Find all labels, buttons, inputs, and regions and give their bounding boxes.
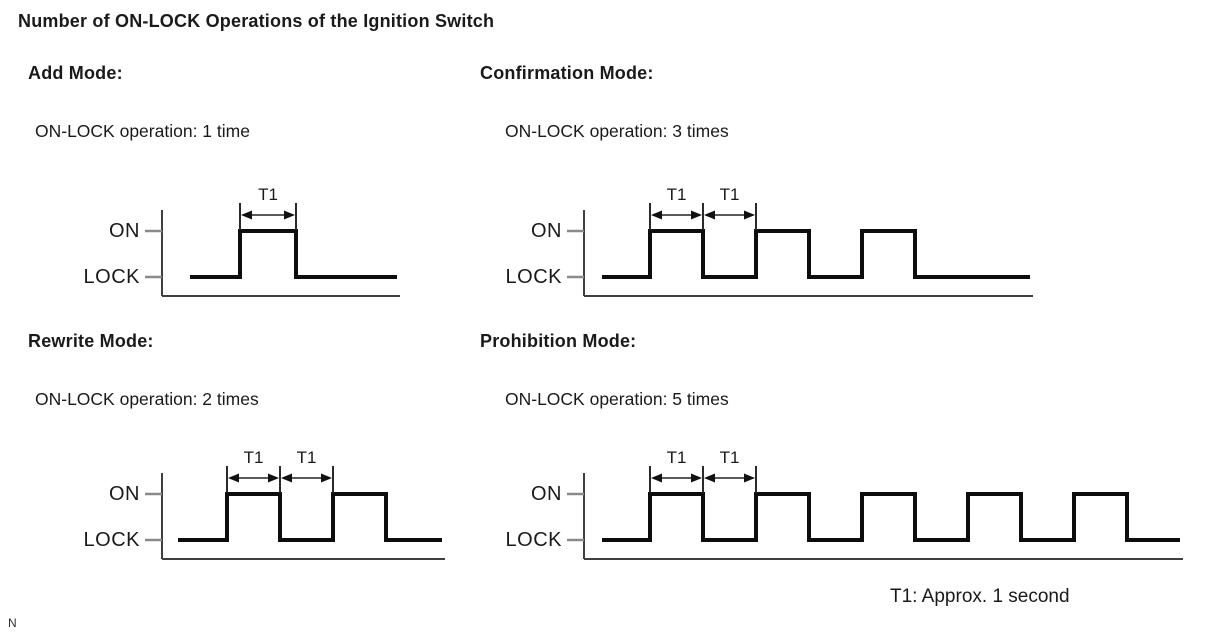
t1-label: T1 xyxy=(667,448,687,467)
signal-trace xyxy=(602,492,1180,542)
t1-arrowhead-right xyxy=(744,210,755,220)
waveform-diagram-confirmation: T1 T1 xyxy=(567,185,1033,297)
mode-heading-prohibition: Prohibition Mode: xyxy=(480,331,637,351)
mode-operation-add: ON-LOCK operation: 1 time xyxy=(35,121,250,141)
t1-label: T1 xyxy=(244,448,264,467)
on-level-label-rewrite: ON xyxy=(109,483,140,505)
t1-arrowhead-left xyxy=(651,473,662,483)
lock-level-label-confirmation: LOCK xyxy=(505,266,562,288)
t1-label: T1 xyxy=(297,448,317,467)
lock-level-label-add: LOCK xyxy=(83,266,140,288)
signal-trace xyxy=(602,229,1030,279)
on-level-label-confirmation: ON xyxy=(531,220,562,242)
t1-label: T1 xyxy=(720,185,740,204)
t1-arrowhead-right xyxy=(321,473,332,483)
t1-label: T1 xyxy=(720,448,740,467)
t1-label: T1 xyxy=(667,185,687,204)
t1-label: T1 xyxy=(258,185,278,204)
waveform-diagram-rewrite: T1 T1 xyxy=(145,448,445,560)
waveform-diagram-add: T1 xyxy=(145,185,400,297)
mode-heading-add: Add Mode: xyxy=(28,63,123,83)
signal-trace xyxy=(178,492,442,542)
t1-arrowhead-right xyxy=(284,210,295,220)
mode-heading-rewrite: Rewrite Mode: xyxy=(28,331,154,351)
t1-arrowhead-left xyxy=(228,473,239,483)
signal-trace xyxy=(190,229,397,279)
waveform-diagram-prohibition: T1 T1 xyxy=(567,448,1183,560)
t1-arrowhead-right xyxy=(691,210,702,220)
t1-arrowhead-left xyxy=(704,473,715,483)
lock-level-label-rewrite: LOCK xyxy=(83,529,140,551)
on-level-label-add: ON xyxy=(109,220,140,242)
t1-arrowhead-left xyxy=(241,210,252,220)
page-title: Number of ON-LOCK Operations of the Igni… xyxy=(18,11,495,31)
t1-arrowhead-right xyxy=(744,473,755,483)
mode-heading-confirmation: Confirmation Mode: xyxy=(480,63,654,83)
page-marker: N xyxy=(8,616,17,630)
mode-operation-confirmation: ON-LOCK operation: 3 times xyxy=(505,121,729,141)
mode-operation-prohibition: ON-LOCK operation: 5 times xyxy=(505,389,729,409)
t1-arrowhead-left xyxy=(281,473,292,483)
t1-arrowhead-left xyxy=(651,210,662,220)
lock-level-label-prohibition: LOCK xyxy=(505,529,562,551)
t1-arrowhead-left xyxy=(704,210,715,220)
mode-operation-rewrite: ON-LOCK operation: 2 times xyxy=(35,389,259,409)
t1-duration-note: T1: Approx. 1 second xyxy=(890,586,1070,607)
t1-arrowhead-right xyxy=(268,473,279,483)
on-level-label-prohibition: ON xyxy=(531,483,562,505)
t1-arrowhead-right xyxy=(691,473,702,483)
